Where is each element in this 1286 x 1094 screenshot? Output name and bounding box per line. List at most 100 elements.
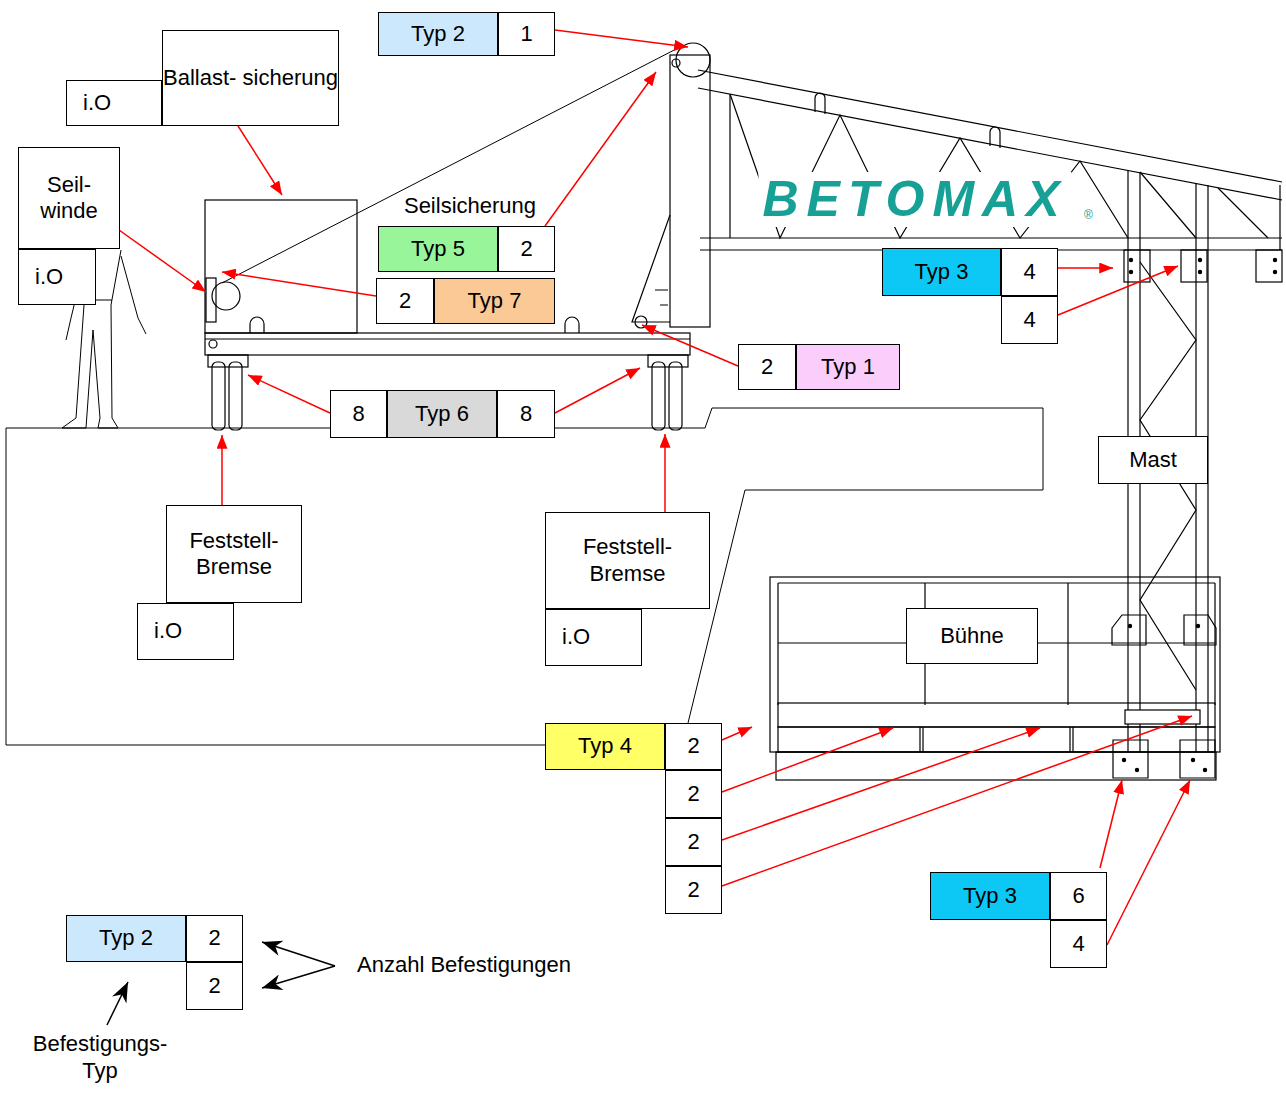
key-pointers <box>262 966 335 988</box>
node-text: Typ 5 <box>411 236 465 262</box>
leader-arrows <box>722 727 752 740</box>
trolley <box>205 338 690 339</box>
leader-arrows <box>545 72 656 226</box>
trolley <box>632 215 670 322</box>
leader-arrows <box>1058 267 1113 269</box>
count-cell: 6 <box>1050 872 1107 920</box>
trolley <box>229 362 242 430</box>
node-text: i.O <box>562 624 590 650</box>
status-box: i.O <box>545 609 642 666</box>
node-text: 2 <box>687 829 699 855</box>
platform-drawing <box>778 583 1215 705</box>
node-text: 2 <box>208 925 220 951</box>
node-text: Typ 3 <box>963 883 1017 909</box>
section-label: Seilsicherung <box>402 193 538 219</box>
trolley <box>655 290 668 305</box>
node-text: i.O <box>154 618 182 644</box>
trolley <box>212 282 240 310</box>
count-cell: 2 <box>376 278 434 324</box>
mast-drawing <box>1196 624 1199 627</box>
leader-arrows <box>221 435 223 505</box>
platform-drawing <box>1203 768 1206 771</box>
boom-truss <box>1256 250 1282 282</box>
trolley <box>652 362 665 430</box>
boom-truss <box>1181 250 1207 282</box>
boom-truss <box>730 94 1128 238</box>
leader-arrows <box>1100 780 1122 868</box>
platform-drawing <box>770 577 1220 752</box>
boom-truss <box>698 70 1282 182</box>
key-note: Befestigungs- Typ <box>23 1030 177 1084</box>
mast-drawing <box>1112 250 1216 752</box>
node-text: Typ 6 <box>415 401 469 427</box>
type-cell: Typ 3 <box>882 248 1001 296</box>
count-cell: 2 <box>498 226 555 272</box>
count-cell: 8 <box>497 390 555 438</box>
status-box: i.O <box>18 249 96 305</box>
key-pointers <box>107 982 128 1025</box>
leader-arrows <box>642 325 738 366</box>
node-text: 4 <box>1023 259 1035 285</box>
node-text: Seil- winde <box>19 172 119 225</box>
mast-drawing <box>1128 624 1131 627</box>
type-cell: Typ 7 <box>434 278 555 324</box>
mast-drawing <box>1112 615 1146 645</box>
node-text: 1 <box>520 21 532 47</box>
count-cell: 4 <box>1001 248 1058 296</box>
status-box: i.O <box>66 80 162 126</box>
platform-drawing <box>1191 758 1194 761</box>
building-outline <box>6 428 545 745</box>
leader-arrows <box>222 272 376 296</box>
mast-drawing <box>1184 615 1216 645</box>
boom-truss <box>1273 258 1276 261</box>
platform-drawing <box>1113 740 1148 778</box>
boom-truss <box>1129 270 1132 273</box>
node-text: 2 <box>687 781 699 807</box>
count-cell: 1 <box>498 12 555 56</box>
trolley <box>209 340 217 348</box>
count-cell: 2 <box>665 866 722 914</box>
component-box: Bühne <box>906 608 1038 664</box>
boom-truss <box>1140 172 1268 238</box>
trolley <box>205 333 690 355</box>
component-box: Ballast- sicherung <box>162 30 339 126</box>
platform-drawing <box>778 703 1215 727</box>
leader-arrows <box>248 375 330 413</box>
node-text: Ballast- sicherung <box>163 65 338 91</box>
count-cell: 2 <box>186 915 243 962</box>
node-text: i.O <box>83 90 111 116</box>
boom-truss <box>1273 270 1276 273</box>
trolley <box>250 317 264 333</box>
count-cell: 2 <box>665 818 722 866</box>
node-text: Typ 4 <box>578 733 632 759</box>
node-text: Typ 2 <box>411 21 465 47</box>
type-cell: Typ 4 <box>545 723 665 770</box>
node-text: Typ 1 <box>821 354 875 380</box>
registered-mark: ® <box>1082 208 1095 222</box>
count-cell: 8 <box>330 390 387 438</box>
trolley <box>670 55 710 327</box>
leader-arrows <box>1058 266 1178 315</box>
leader-arrows <box>555 368 640 413</box>
node-text: 2 <box>399 288 411 314</box>
component-box: Feststell- Bremse <box>166 505 302 603</box>
type-cell: Typ 6 <box>387 390 497 438</box>
mast-drawing <box>1128 250 1208 752</box>
trolley <box>672 59 680 67</box>
type-cell: Typ 2 <box>378 12 498 56</box>
boom-truss <box>1198 270 1201 273</box>
leader-arrows <box>722 716 1192 886</box>
node-text: 4 <box>1023 307 1035 333</box>
node-text: Bühne <box>940 623 1004 649</box>
component-box: Mast <box>1098 436 1208 484</box>
node-text: 2 <box>687 877 699 903</box>
leader-arrows <box>238 126 282 195</box>
boom-truss <box>1198 258 1201 261</box>
boom-truss <box>815 93 825 114</box>
node-text: i.O <box>35 264 63 290</box>
node-text: Typ 7 <box>468 288 522 314</box>
leader-arrows <box>1107 780 1190 945</box>
count-cell: 4 <box>1050 920 1107 968</box>
node-text: 8 <box>352 401 364 427</box>
type-cell: Typ 5 <box>378 226 498 272</box>
